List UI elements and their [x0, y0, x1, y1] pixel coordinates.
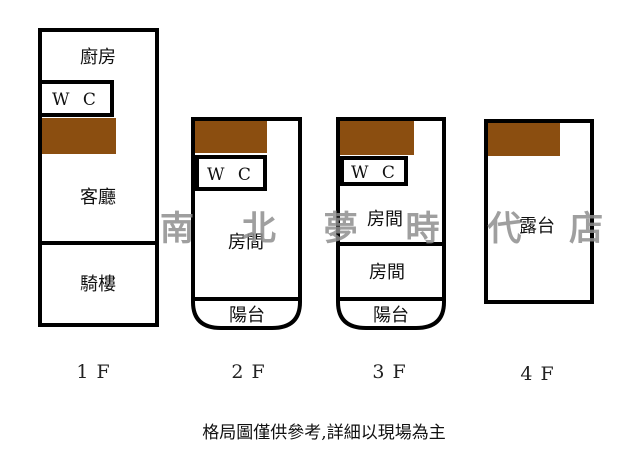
- floor-2f-wc-label: W C: [207, 165, 255, 185]
- floor-2f-balcony-outline: [191, 297, 302, 330]
- floor-3f-plan: W C 房間 房間 陽台: [336, 117, 446, 330]
- floor-1f-wc-label: W C: [52, 90, 100, 110]
- floor-4f-outline: [484, 119, 594, 304]
- floor-1f-staircase: [42, 118, 116, 154]
- floor-1f-wc-box: [38, 80, 114, 117]
- floor-3f-balcony-label: 陽台: [373, 305, 409, 326]
- floor-4f-terrace-label: 露台: [519, 216, 555, 237]
- floor-2f-balcony-label: 陽台: [229, 305, 265, 326]
- floor-2f-bedroom-label: 房間: [228, 232, 264, 253]
- floor-3f-label: 3F: [372, 361, 413, 383]
- floor-3f-bedroom1-label: 房間: [367, 209, 403, 230]
- floor-2f-label: 2F: [231, 361, 272, 383]
- floor-3f-wc-box: [340, 156, 408, 186]
- disclaimer-caption: 格局圖僅供參考,詳細以現場為主: [202, 423, 445, 443]
- floor-4f-label: 4F: [520, 363, 561, 385]
- floor-1f-plan: 廚房 W C 客廳 騎樓: [38, 28, 159, 327]
- floor-2f-wc-box: [195, 155, 267, 191]
- floor-4f-plan: 露台: [484, 119, 594, 304]
- floor-3f-bedroom2-label: 房間: [369, 262, 405, 283]
- floor-1f-outline: [38, 28, 159, 327]
- floor-1f-arcade-label: 騎樓: [80, 274, 116, 295]
- floor-2f-staircase: [195, 121, 267, 153]
- floor-3f-balcony-outline: [336, 297, 446, 330]
- floor-3f-wc-label: W C: [351, 163, 399, 183]
- floor-3f-staircase: [340, 121, 414, 155]
- floor-4f-staircase: [488, 123, 560, 156]
- floor-1f-living-label: 客廳: [80, 187, 116, 208]
- floor-2f-plan: W C 房間 陽台: [191, 117, 302, 330]
- floor-1f-label: 1F: [76, 361, 117, 383]
- floor-1f-kitchen-label: 廚房: [80, 46, 116, 68]
- watermark: 南 北 夢 時 代 店: [160, 209, 621, 249]
